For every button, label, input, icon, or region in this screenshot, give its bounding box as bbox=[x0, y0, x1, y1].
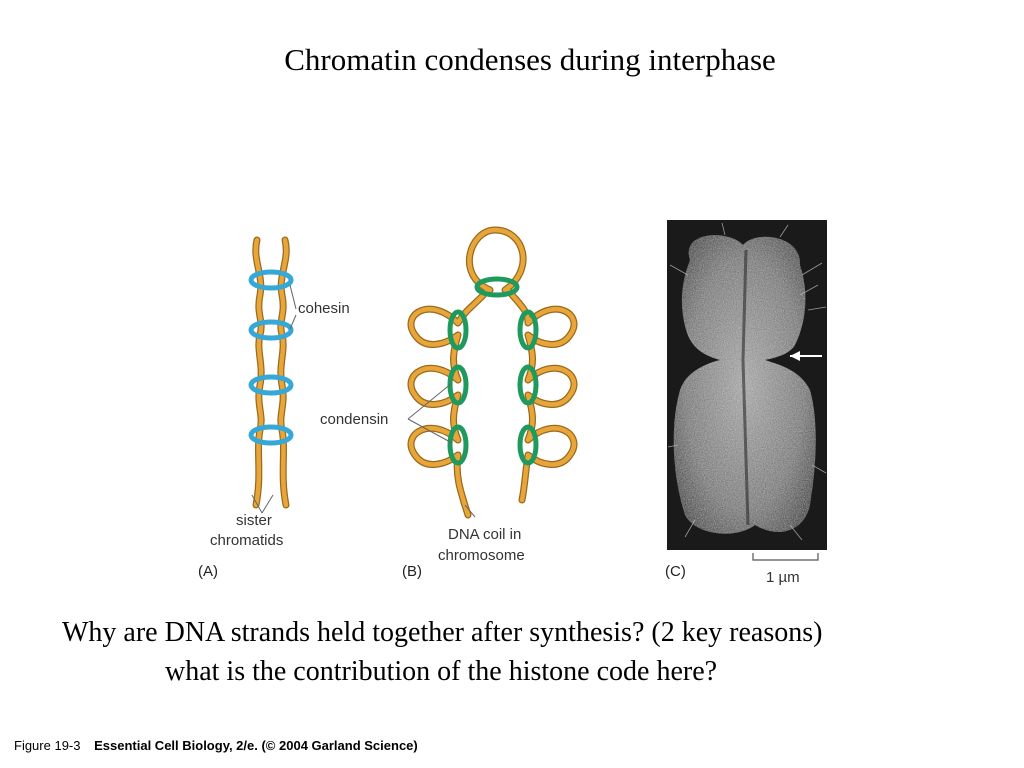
panel-b: condensin DNA coil in chromosome (B) bbox=[320, 230, 574, 580]
sister-label: sister bbox=[236, 512, 272, 529]
cohesin-ring bbox=[248, 269, 294, 291]
cohesin-ring bbox=[248, 424, 294, 446]
figure-credit: Figure 19-3 Essential Cell Biology, 2/e.… bbox=[14, 738, 418, 753]
panel-a-leader-lines bbox=[251, 284, 297, 514]
condensin-ring bbox=[447, 424, 469, 466]
cohesin-rings bbox=[248, 269, 294, 446]
question-2: what is the contribution of the histone … bbox=[165, 656, 718, 687]
panel-b-leader-lines bbox=[407, 382, 476, 518]
chromatids-label: chromatids bbox=[210, 532, 283, 549]
figure-number: Figure 19-3 bbox=[14, 738, 81, 753]
cohesin-ring bbox=[248, 374, 294, 396]
chromatin-figure: cohesin sister chromatids (A) bbox=[198, 220, 827, 586]
panel-a: cohesin sister chromatids (A) bbox=[198, 236, 350, 580]
question-1: Why are DNA strands held together after … bbox=[62, 617, 823, 648]
condensin-rings bbox=[447, 276, 539, 466]
panel-c-letter: (C) bbox=[665, 563, 686, 580]
chromosome-label: chromosome bbox=[438, 547, 525, 564]
condensin-ring bbox=[474, 276, 520, 298]
condensin-ring bbox=[517, 309, 539, 351]
condensin-label: condensin bbox=[320, 411, 388, 428]
scale-bar-label: 1 µm bbox=[766, 569, 800, 586]
panel-b-letter: (B) bbox=[402, 563, 422, 580]
figure-source: Essential Cell Biology, 2/e. (© 2004 Gar… bbox=[94, 738, 418, 753]
sister-chromatid-strands bbox=[252, 236, 290, 509]
slide-title: Chromatin condenses during interphase bbox=[284, 42, 776, 77]
cohesin-ring bbox=[248, 319, 294, 341]
scale-bar bbox=[752, 553, 819, 561]
panel-c: 1 µm (C) bbox=[665, 220, 827, 586]
dna-coil bbox=[411, 230, 574, 515]
dna-coil-label: DNA coil in bbox=[448, 526, 521, 543]
condensin-ring bbox=[447, 309, 469, 351]
cohesin-label: cohesin bbox=[298, 300, 350, 317]
panel-a-letter: (A) bbox=[198, 563, 218, 580]
condensin-ring bbox=[517, 364, 539, 406]
centromere-arrow bbox=[790, 351, 822, 361]
condensin-ring bbox=[517, 424, 539, 466]
micrograph-chromosome bbox=[667, 222, 827, 541]
